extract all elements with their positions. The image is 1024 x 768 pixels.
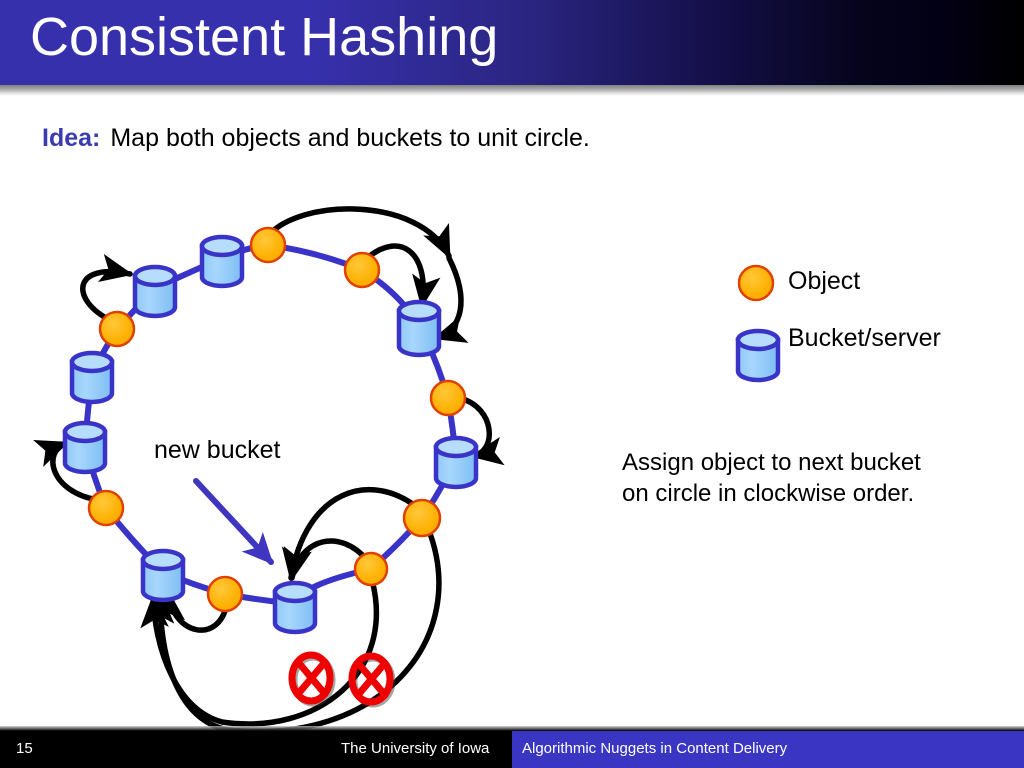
- new-bucket-pointer-arrow: [193, 478, 274, 565]
- arrow-left2-to-bucket: [80, 253, 134, 323]
- footer-page-number: 15: [16, 740, 33, 757]
- footer-bar-right: [512, 730, 1024, 768]
- object-left-1: [87, 489, 125, 527]
- object-left-2: [98, 310, 136, 348]
- object-right-2: [402, 498, 442, 538]
- bucket-left-upper: [69, 350, 115, 405]
- title-bar-shadow: [0, 85, 1024, 96]
- assignment-arrows: [33, 206, 505, 735]
- legend-object-icon: [737, 264, 775, 302]
- forbidden-mark-1: [288, 651, 336, 707]
- footer-series-title: Algorithmic Nuggets in Content Delivery: [522, 740, 788, 757]
- forbidden-marks: [288, 651, 396, 708]
- assign-rule-line-1: Assign object to next bucket: [622, 449, 921, 476]
- page-title: Consistent Hashing: [30, 7, 499, 67]
- object-bottom-2: [206, 575, 244, 613]
- bucket-upper-left: [132, 264, 178, 319]
- arrow-long-bottom1-to-bottomleft: [140, 577, 380, 727]
- arrow-bottom2-to-bucket: [156, 588, 230, 633]
- bucket-left-lower: [62, 420, 108, 475]
- arrow-bottom1-to-newbucket: [283, 538, 370, 582]
- footer-institution: The University of Iowa: [341, 740, 490, 757]
- bucket-new-bottom: [272, 580, 318, 635]
- arrow-long-right2-to-bottomleft: [145, 525, 442, 735]
- legend-bucket-icon: [735, 328, 781, 383]
- bucket-bottom-left: [140, 548, 186, 603]
- assign-rule-note: Assign object to next bucket on circle i…: [622, 447, 921, 509]
- idea-text: Map both objects and buckets to unit cir…: [110, 124, 590, 152]
- forbidden-mark-2: [348, 652, 396, 708]
- object-bottom-1: [353, 551, 389, 587]
- idea-label: Idea:: [42, 124, 101, 152]
- legend-bucket-label: Bucket/server: [788, 324, 941, 352]
- arrow-left1-to-bucket: [33, 440, 101, 503]
- assign-rule-line-2: on circle in clockwise order.: [622, 480, 915, 507]
- bucket-right-upper: [396, 299, 442, 358]
- title-bar: Consistent Hashing: [0, 0, 1024, 85]
- ring-objects: [87, 226, 467, 613]
- new-bucket-label: new bucket: [154, 436, 281, 464]
- arrow-right2-to-newbucket: [281, 486, 421, 582]
- bucket-top-left-upper: [199, 234, 245, 289]
- arrow-right1-to-bucket: [457, 395, 505, 466]
- bucket-right-lower: [433, 435, 479, 490]
- idea-line: Idea: Map both objects and buckets to uni…: [42, 124, 590, 153]
- object-right-1: [429, 379, 467, 417]
- arrow-top1b-to-bucket: [432, 255, 469, 343]
- object-top-2: [343, 251, 381, 289]
- legend-object-label: Object: [788, 267, 861, 295]
- hash-ring: [82, 242, 459, 607]
- footer-top-edge: [0, 726, 1024, 731]
- arrow-top2-to-bucket: [362, 243, 441, 309]
- arrow-top1-to-bucket: [265, 206, 452, 259]
- ring-buckets: [62, 234, 479, 635]
- object-top-1: [249, 226, 287, 264]
